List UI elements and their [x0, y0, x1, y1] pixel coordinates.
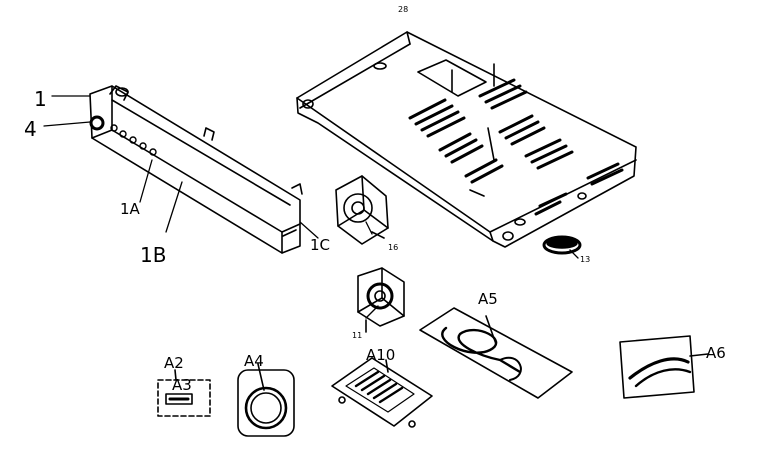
bracket-a10: [331, 357, 433, 428]
label-1b: 1B: [140, 243, 166, 267]
label-1c: 1C: [310, 236, 330, 254]
fan-upper: [335, 175, 389, 245]
label-a5: A5: [478, 290, 498, 308]
label-fan-lower: 11: [352, 331, 362, 340]
label-front-panel: 1: [34, 87, 47, 111]
label-a3: A3: [172, 376, 192, 394]
label-knob: 4: [24, 117, 37, 141]
cord-bag-a6: [619, 335, 709, 399]
label-a6: A6: [706, 344, 726, 362]
label-a2: A2: [164, 354, 184, 372]
label-foot: 13: [580, 255, 590, 264]
cord-bag-a5: [419, 307, 573, 399]
front-panel-buttons: [89, 115, 157, 156]
cover-vents: [408, 78, 624, 216]
label-cover: 28: [398, 5, 408, 14]
chassis-cover: [296, 31, 637, 248]
fan-lower: [357, 267, 405, 333]
card-a2: [157, 369, 211, 417]
label-1a: 1A: [120, 200, 141, 218]
part-labels: 28 1 4 1A 1B 1C 16 13 11 A5 A6 A2 A3 A4 …: [24, 5, 726, 394]
label-a10: A10: [366, 346, 395, 364]
front-panel: [89, 85, 303, 254]
label-fan-upper: 16: [388, 243, 398, 252]
disc-card-a4: [237, 363, 295, 437]
leader-lines: [43, 95, 579, 319]
rubber-foot: [542, 235, 582, 255]
label-a4: A4: [244, 352, 264, 370]
